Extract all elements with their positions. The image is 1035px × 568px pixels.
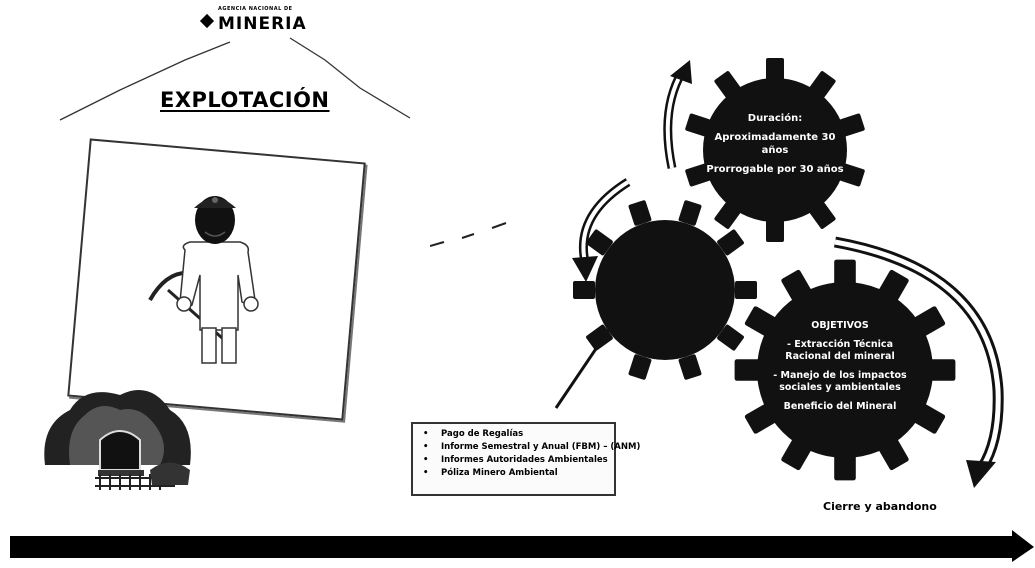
objectives-gear-text: OBJETIVOS - Extracción Técnica Racional … [770,320,910,420]
curved-arrow-top [668,60,692,168]
obligations-list: Pago de Regalías Informe Semestral y Anu… [413,428,614,480]
objectives-heading: OBJETIVOS [770,320,910,332]
timeline-arrow [0,522,1035,562]
pointer-line [556,325,612,408]
duration-line-1: Aproximadamente 30 años [705,131,845,157]
obligations-box: Pago de Regalías Informe Semestral y Anu… [411,422,616,496]
objectives-line-3: Beneficio del Mineral [770,401,910,413]
duration-line-2: Prorrogable por 30 años [705,163,845,176]
obligation-item: Póliza Minero Ambiental [413,467,614,480]
obligation-item: Informes Autoridades Ambientales [413,454,614,467]
objectives-line-1: - Extracción Técnica Racional del minera… [770,339,910,363]
duration-gear-text: Duración: Aproximadamente 30 años Prorro… [705,112,845,182]
obligation-item: Pago de Regalías [413,428,614,441]
timeline-end-label: Cierre y abandono [823,500,937,513]
objectives-line-2: - Manejo de los impactos sociales y ambi… [770,370,910,394]
duration-heading: Duración: [705,112,845,125]
obligation-item: Informe Semestral y Anual (FBM) – (ANM) [413,441,614,454]
